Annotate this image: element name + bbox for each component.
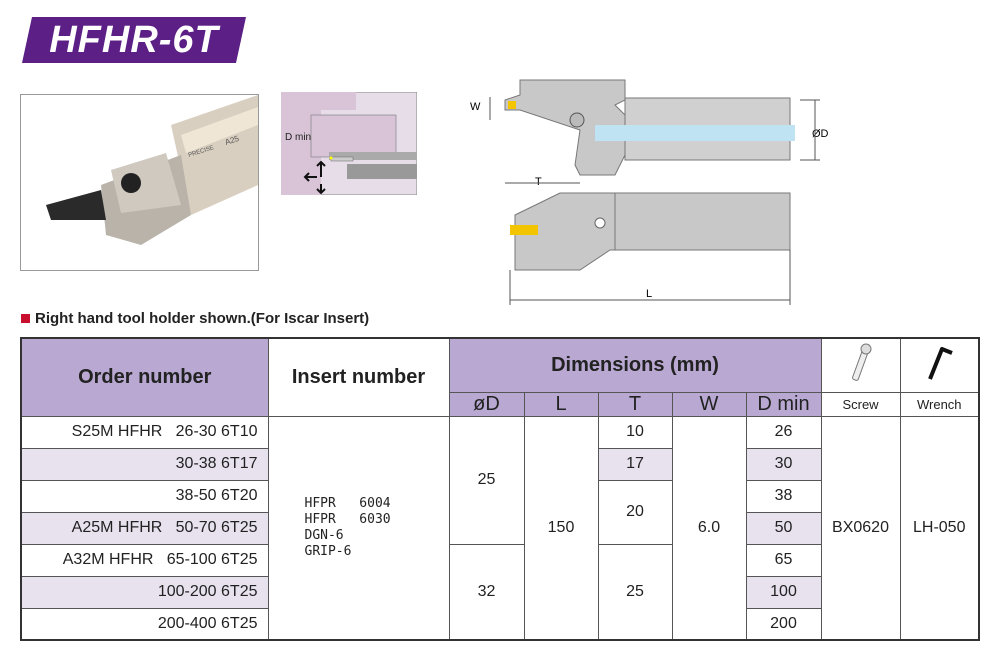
header-t: T: [597, 391, 673, 417]
header-order: Order number: [20, 337, 269, 417]
dmin-value: 38: [745, 479, 822, 513]
dmin-value: 30: [745, 447, 822, 481]
od-value: 32: [448, 543, 525, 641]
order-number: A25M HFHR 50-70 6T25: [20, 511, 269, 545]
photo-marking: A25: [224, 134, 241, 147]
tool-drawing: W T ØD L: [460, 75, 840, 315]
header-l: L: [523, 391, 599, 417]
table-row: 38-50 6T20 20 38: [20, 479, 979, 545]
od-value: 25: [448, 415, 525, 545]
dmin-value: 26: [745, 415, 822, 449]
header-screw: Screw: [820, 391, 901, 417]
page-title: HFHR-6T: [49, 18, 219, 61]
dmin-value: 100: [745, 575, 822, 609]
header-dmin: D min: [745, 391, 822, 417]
d-label: ØD: [812, 128, 829, 140]
t-value: 25: [597, 543, 673, 641]
dmin-diagram: D min: [280, 91, 418, 196]
t-value: 17: [597, 447, 673, 481]
t-value: 20: [597, 479, 673, 545]
table-row: 30-38 6T17 17 30: [20, 447, 979, 481]
note-text: Right hand tool holder shown.(For Iscar …: [35, 310, 370, 327]
dmin-value: 50: [745, 511, 822, 545]
spec-table: Order number Insert number Dimensions (m…: [20, 337, 980, 641]
t-value: 10: [597, 415, 673, 449]
w-label: W: [470, 101, 481, 113]
dmin-value: 65: [745, 543, 822, 577]
wrench-value: LH-050: [899, 415, 980, 641]
product-photo: PRECISE A25: [20, 94, 259, 271]
order-number: 100-200 6T25: [20, 575, 269, 609]
header-w: W: [671, 391, 747, 417]
bullet-icon: [21, 314, 30, 323]
header-dimensions: Dimensions (mm): [448, 337, 822, 393]
t-label: T: [535, 176, 542, 188]
header-insert: Insert number: [267, 337, 450, 417]
order-number: 200-400 6T25: [20, 607, 269, 641]
order-number: A32M HFHR 65-100 6T25: [20, 543, 269, 577]
header-wrench: Wrench: [899, 391, 980, 417]
dmin-label: D min: [285, 132, 311, 143]
table-row: 200-400 6T25 200: [20, 607, 979, 641]
screw-icon: [820, 337, 901, 393]
table-row: S25M HFHR 26-30 6T10 HFPR 6004 HFPR 6030…: [20, 415, 980, 641]
header-od: øD: [448, 391, 525, 417]
table-row: A25M HFHR 50-70 6T25 50: [20, 511, 979, 545]
l-value: 150: [523, 415, 599, 641]
screw-value: BX0620: [820, 415, 901, 641]
order-number: 30-38 6T17: [20, 447, 269, 481]
wrench-icon: [899, 337, 980, 393]
insert-numbers: HFPR 6004 HFPR 6030 DGN-6 GRIP-6: [267, 415, 450, 641]
w-value: 6.0: [671, 415, 747, 641]
order-number: S25M HFHR 26-30 6T10: [20, 415, 269, 449]
dmin-value: 200: [745, 607, 822, 641]
table-row: 100-200 6T25 100: [20, 575, 979, 609]
l-label: L: [646, 288, 652, 300]
title-badge: [22, 17, 246, 63]
order-number: 38-50 6T20: [20, 479, 269, 513]
note: Right hand tool holder shown.(For Iscar …: [21, 310, 369, 327]
